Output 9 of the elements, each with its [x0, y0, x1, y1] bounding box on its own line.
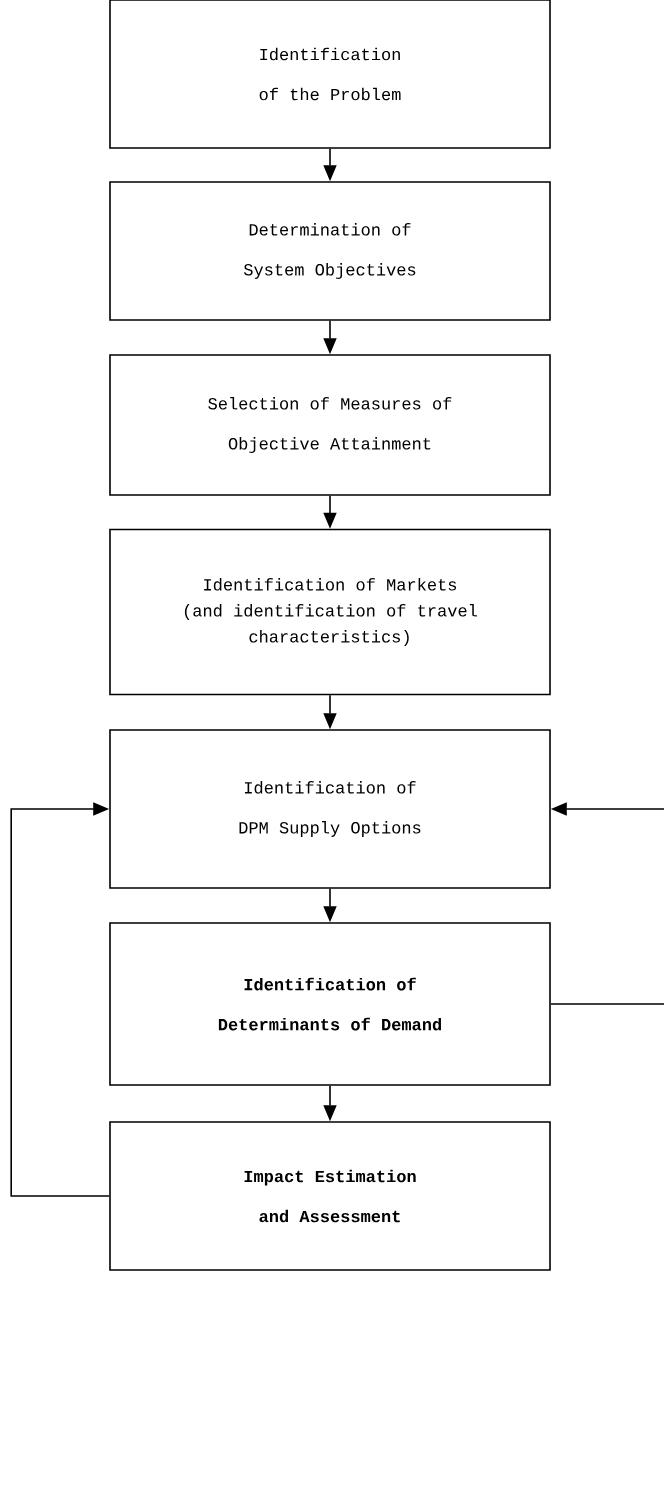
process-box: Determination of System Objectives	[109, 181, 551, 321]
process-box: Identification of the Problem	[109, 0, 551, 149]
process-box: Identification of DPM Supply Options	[109, 729, 551, 889]
arrow	[10, 802, 110, 1197]
arrow	[550, 802, 664, 1005]
process-box: Identification of Markets (and identification of travel characteristics)	[109, 528, 551, 696]
process-box: Identification of Determinants of Demand	[109, 922, 551, 1086]
process-box: Selection of Measures of Objective Attainment	[109, 354, 551, 496]
process-box: Impact Estimation and Assessment	[109, 1121, 551, 1271]
